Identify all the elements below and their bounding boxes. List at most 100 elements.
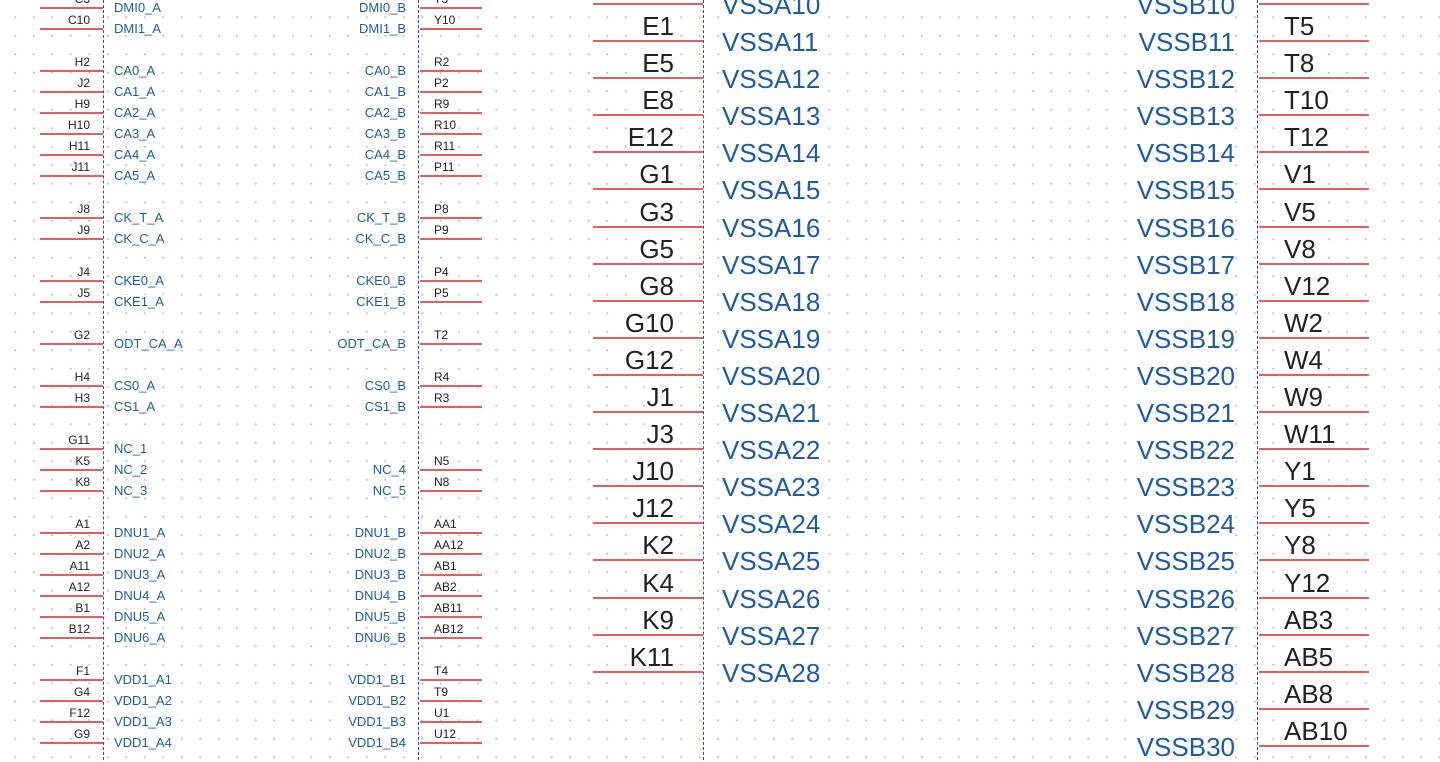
pin-line[interactable]: [40, 490, 103, 492]
pin-line[interactable]: [420, 532, 482, 534]
pin-line[interactable]: [1259, 744, 1369, 747]
pin-line[interactable]: [593, 114, 703, 117]
pin-line[interactable]: [40, 679, 103, 681]
pin-line[interactable]: [593, 151, 703, 154]
pin-line[interactable]: [593, 596, 703, 599]
pin-line[interactable]: [420, 133, 482, 135]
pin-line[interactable]: [593, 411, 703, 413]
pin-line[interactable]: [420, 343, 482, 345]
pin-line[interactable]: [420, 154, 482, 156]
pin-line[interactable]: [40, 280, 103, 282]
pin-number: J1: [646, 382, 674, 412]
pin-line[interactable]: [40, 91, 103, 93]
pin-line[interactable]: [420, 301, 482, 303]
pin-line[interactable]: [40, 532, 103, 534]
pin-line[interactable]: [1259, 670, 1369, 673]
pin-line[interactable]: [420, 637, 482, 639]
pin-line[interactable]: [420, 385, 482, 387]
pin-line[interactable]: [593, 225, 703, 228]
pin-line[interactable]: [593, 670, 703, 673]
pin-line[interactable]: [40, 721, 103, 723]
pin-line[interactable]: [420, 700, 482, 702]
pin-line[interactable]: [420, 595, 482, 597]
pin-line[interactable]: [593, 373, 703, 376]
pin-line[interactable]: [1259, 114, 1369, 117]
pin-line[interactable]: [1259, 522, 1369, 525]
pin-line[interactable]: [420, 679, 482, 681]
pin-line[interactable]: [1259, 596, 1369, 599]
pin-line[interactable]: [1259, 40, 1369, 42]
pin-line[interactable]: [593, 336, 703, 339]
pin-line[interactable]: [40, 616, 103, 618]
part-a-left-edge: [103, 0, 104, 760]
pin-line[interactable]: [420, 469, 482, 471]
pin-line[interactable]: [420, 280, 482, 282]
pin-line[interactable]: [40, 28, 103, 30]
pin-line[interactable]: [40, 448, 103, 450]
pin-line[interactable]: [420, 112, 482, 114]
pin-line[interactable]: [40, 70, 103, 72]
pin-line[interactable]: [593, 3, 703, 5]
pin-line[interactable]: [1259, 707, 1369, 710]
pin-line[interactable]: [40, 343, 103, 345]
pin-line[interactable]: [40, 238, 103, 240]
pin-line[interactable]: [593, 40, 703, 42]
pin-line[interactable]: [420, 616, 482, 618]
pin-line[interactable]: [420, 742, 482, 744]
pin-line[interactable]: [1259, 151, 1369, 154]
pin-line[interactable]: [40, 595, 103, 597]
pin-line[interactable]: [40, 112, 103, 114]
pin-line[interactable]: [420, 721, 482, 723]
pin-line[interactable]: [40, 175, 103, 177]
pin-line[interactable]: [593, 633, 703, 636]
pin-line[interactable]: [40, 217, 103, 219]
pin-line[interactable]: [420, 574, 482, 576]
pin-line[interactable]: [420, 175, 482, 177]
pin-line[interactable]: [40, 7, 103, 9]
pin-line[interactable]: [1259, 188, 1369, 191]
pin-line[interactable]: [593, 559, 703, 562]
pin-line[interactable]: [1259, 559, 1369, 562]
pin-line[interactable]: [420, 553, 482, 555]
pin-line[interactable]: [593, 485, 703, 488]
pin-line[interactable]: [1259, 77, 1369, 80]
pin-line[interactable]: [40, 700, 103, 702]
pin-line[interactable]: [420, 490, 482, 492]
pin-line[interactable]: [1259, 485, 1369, 488]
pin-signal-label: VSSB26: [1136, 583, 1235, 614]
pin-line[interactable]: [1259, 225, 1369, 228]
pin-line[interactable]: [420, 406, 482, 408]
pin-line[interactable]: [420, 28, 482, 30]
pin-signal-label: NC_1: [114, 441, 148, 456]
pin-line[interactable]: [1259, 633, 1369, 636]
pin-line[interactable]: [40, 553, 103, 555]
pin-line[interactable]: [40, 469, 103, 471]
pin-line[interactable]: [40, 574, 103, 576]
pin-line[interactable]: [593, 262, 703, 265]
pin-line[interactable]: [40, 406, 103, 408]
pin-line[interactable]: [40, 742, 103, 744]
pin-line[interactable]: [40, 154, 103, 156]
pin-line[interactable]: [1259, 448, 1369, 451]
pin-line[interactable]: [1259, 3, 1369, 5]
pin-line[interactable]: [593, 188, 703, 191]
pin-line[interactable]: [420, 91, 482, 93]
pin-line[interactable]: [1259, 373, 1369, 376]
pin-line[interactable]: [1259, 262, 1369, 265]
pin-line[interactable]: [593, 522, 703, 525]
pin-line[interactable]: [420, 217, 482, 219]
pin-line[interactable]: [40, 385, 103, 387]
pin-line[interactable]: [420, 7, 482, 9]
pin-line[interactable]: [1259, 411, 1369, 413]
pin-line[interactable]: [40, 301, 103, 303]
pin-line[interactable]: [420, 70, 482, 72]
pin-line[interactable]: [1259, 336, 1369, 339]
pin-line[interactable]: [420, 238, 482, 240]
pin-signal-label: CA3_B: [364, 126, 406, 141]
pin-line[interactable]: [40, 133, 103, 135]
pin-line[interactable]: [593, 448, 703, 451]
pin-line[interactable]: [593, 299, 703, 302]
pin-line[interactable]: [1259, 299, 1369, 302]
pin-line[interactable]: [40, 637, 103, 639]
pin-line[interactable]: [593, 77, 703, 80]
